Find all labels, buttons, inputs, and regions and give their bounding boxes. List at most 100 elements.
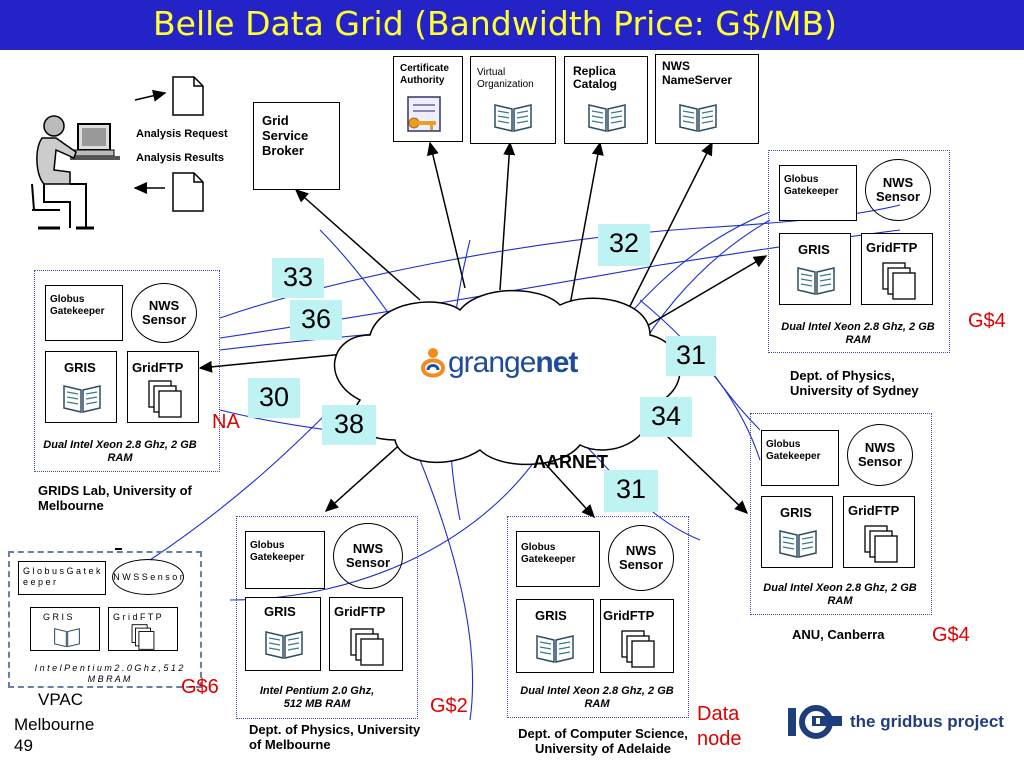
price-adelaide: Data node bbox=[697, 703, 742, 750]
gris-box: GRIS bbox=[761, 496, 833, 568]
book-icon bbox=[797, 267, 835, 295]
gris-box: GRIS bbox=[45, 351, 117, 423]
site-caption-anu: ANU, Canberra bbox=[792, 627, 885, 642]
grid-service-broker-box: Grid Service Broker bbox=[253, 102, 340, 190]
gris-label: G R I S bbox=[43, 612, 73, 622]
site-caption-adelaide: Dept. of Computer Science, University of… bbox=[518, 726, 688, 756]
replica-catalog-label: Replica Catalog bbox=[573, 64, 618, 91]
gridftp-box: GridFTP bbox=[600, 599, 674, 673]
gris-label: GRIS bbox=[798, 242, 830, 257]
virtual-organization-box: Virtual Organization bbox=[470, 56, 556, 144]
slide-title: Belle Data Grid (Bandwidth Price: G$/MB) bbox=[153, 4, 837, 43]
gridftp-label: GridFTP bbox=[866, 240, 918, 255]
document-icon bbox=[172, 76, 204, 116]
certificate-icon bbox=[407, 96, 441, 132]
virtual-organization-label: Virtual Organization bbox=[477, 67, 534, 90]
globus-gatekeeper-label: G l o b u s G a t e k e e p e r bbox=[23, 566, 101, 587]
replica-catalog-box: Replica Catalog bbox=[564, 56, 648, 144]
book-icon bbox=[494, 104, 532, 132]
site-caption-grids-lab: GRIDS Lab, University of Melbourne bbox=[38, 483, 192, 513]
grangenet-mark-icon bbox=[420, 348, 446, 378]
slide-number: 49 bbox=[14, 736, 33, 755]
files-icon bbox=[882, 262, 916, 300]
gris-label: GRIS bbox=[780, 505, 812, 520]
aarnet-label: AARNET bbox=[533, 452, 608, 472]
globus-gatekeeper-label: Globus Gatekeeper bbox=[766, 439, 821, 462]
nws-nameserver-label: NWS NameServer bbox=[662, 59, 733, 87]
bandwidth-31-adelaide: 31 bbox=[604, 470, 658, 512]
files-icon bbox=[350, 628, 384, 666]
document-icon bbox=[172, 172, 204, 212]
book-icon bbox=[63, 385, 101, 413]
gridbus-logo-icon bbox=[788, 705, 842, 739]
site-grids-lab: Globus Gatekeeper NWS Sensor GRIS GridFT… bbox=[34, 270, 220, 472]
site-caption-sydney: Dept. of Physics, University of Sydney bbox=[790, 368, 919, 398]
globus-gatekeeper-box: G l o b u s G a t e k e e p e r bbox=[18, 561, 106, 595]
nws-sensor: NWS Sensor bbox=[131, 283, 197, 343]
gridftp-label: GridFTP bbox=[848, 503, 900, 518]
certificate-authority-label: Certificate Authority bbox=[400, 63, 449, 86]
nws-sensor: NWS Sensor bbox=[333, 523, 403, 589]
book-icon bbox=[265, 631, 303, 659]
bandwidth-31-sydney: 31 bbox=[666, 336, 716, 376]
book-icon bbox=[54, 628, 80, 648]
gris-box: GRIS bbox=[516, 599, 594, 673]
bandwidth-33: 33 bbox=[272, 258, 324, 298]
gris-label: GRIS bbox=[64, 360, 96, 375]
site-spec: Intel Pentium 2.0 Ghz, 512 MB RAM bbox=[259, 685, 375, 710]
nws-sensor: NWS Sensor bbox=[847, 424, 913, 486]
price-na: NA bbox=[212, 411, 240, 433]
bandwidth-36: 36 bbox=[290, 300, 342, 340]
book-icon bbox=[536, 635, 574, 663]
site-spec: Dual Intel Xeon 2.8 Ghz, 2 GB RAM bbox=[763, 582, 917, 607]
nws-sensor: N W S S e n s o r bbox=[112, 559, 184, 595]
site-spec: Dual Intel Xeon 2.8 Ghz, 2 GB RAM bbox=[43, 439, 197, 464]
gridftp-box: GridFTP bbox=[843, 496, 915, 568]
gridftp-box: GridFTP bbox=[861, 233, 933, 305]
gris-box: GRIS bbox=[779, 233, 851, 305]
title-bar bbox=[0, 0, 1024, 50]
files-icon bbox=[148, 380, 182, 418]
analysis-request-label: Analysis Request bbox=[136, 128, 228, 140]
site-vpac: G l o b u s G a t e k e e p e r N W S S … bbox=[8, 551, 202, 688]
vpac-label: VPAC bbox=[38, 690, 84, 709]
site-melbourne-physics: Globus Gatekeeper NWS Sensor GRIS GridFT… bbox=[236, 516, 418, 719]
globus-gatekeeper-box: Globus Gatekeeper bbox=[245, 531, 325, 589]
vpac-melbourne-label: Melbourne bbox=[14, 715, 95, 734]
globus-gatekeeper-box: Globus Gatekeeper bbox=[45, 285, 123, 341]
certificate-authority-box: Certificate Authority bbox=[393, 56, 463, 142]
globus-gatekeeper-box: Globus Gatekeeper bbox=[779, 165, 857, 221]
book-icon bbox=[779, 530, 817, 558]
site-caption-melbourne-physics: Dept. of Physics, University of Melbourn… bbox=[249, 722, 421, 752]
site-spec: I n t e l P e n t i u m 2 . 0 G h z , 5 … bbox=[34, 663, 184, 684]
globus-gatekeeper-label: Globus Gatekeeper bbox=[521, 542, 576, 565]
site-sydney: Globus Gatekeeper NWS Sensor GRIS GridFT… bbox=[768, 150, 950, 353]
files-icon bbox=[621, 630, 655, 668]
price-melbourne-physics: G$2 bbox=[430, 695, 468, 717]
gridftp-label: G r i d F T P bbox=[113, 612, 162, 622]
price-anu: G$4 bbox=[932, 624, 970, 646]
bandwidth-32: 32 bbox=[598, 224, 650, 266]
price-sydney: G$4 bbox=[968, 310, 1006, 332]
book-icon bbox=[679, 104, 717, 132]
site-anu: Globus Gatekeeper NWS Sensor GRIS GridFT… bbox=[750, 413, 932, 615]
site-spec: Dual Intel Xeon 2.8 Ghz, 2 GB RAM bbox=[781, 321, 935, 346]
grangenet-net-text: net bbox=[535, 346, 578, 379]
gridbus-text: the gridbus project bbox=[850, 712, 1004, 731]
gridftp-label: GridFTP bbox=[603, 608, 655, 623]
bandwidth-30: 30 bbox=[248, 378, 300, 418]
grangenet-logo: grangenet bbox=[420, 342, 600, 386]
analysis-results-label: Analysis Results bbox=[136, 152, 225, 164]
globus-gatekeeper-label: Globus Gatekeeper bbox=[50, 294, 105, 317]
nws-sensor: NWS Sensor bbox=[608, 525, 674, 591]
globus-gatekeeper-label: Globus Gatekeeper bbox=[784, 174, 839, 197]
price-vpac: G$6 bbox=[181, 676, 219, 698]
globus-gatekeeper-box: Globus Gatekeeper bbox=[516, 531, 600, 587]
globus-gatekeeper-label: Globus Gatekeeper bbox=[250, 540, 305, 563]
site-spec: Dual Intel Xeon 2.8 Ghz, 2 GB RAM bbox=[520, 685, 674, 710]
gris-label: GRIS bbox=[264, 604, 296, 619]
gris-box: G R I S bbox=[30, 607, 100, 651]
bandwidth-34: 34 bbox=[640, 397, 692, 437]
nws-nameserver-box: NWS NameServer bbox=[655, 54, 759, 144]
